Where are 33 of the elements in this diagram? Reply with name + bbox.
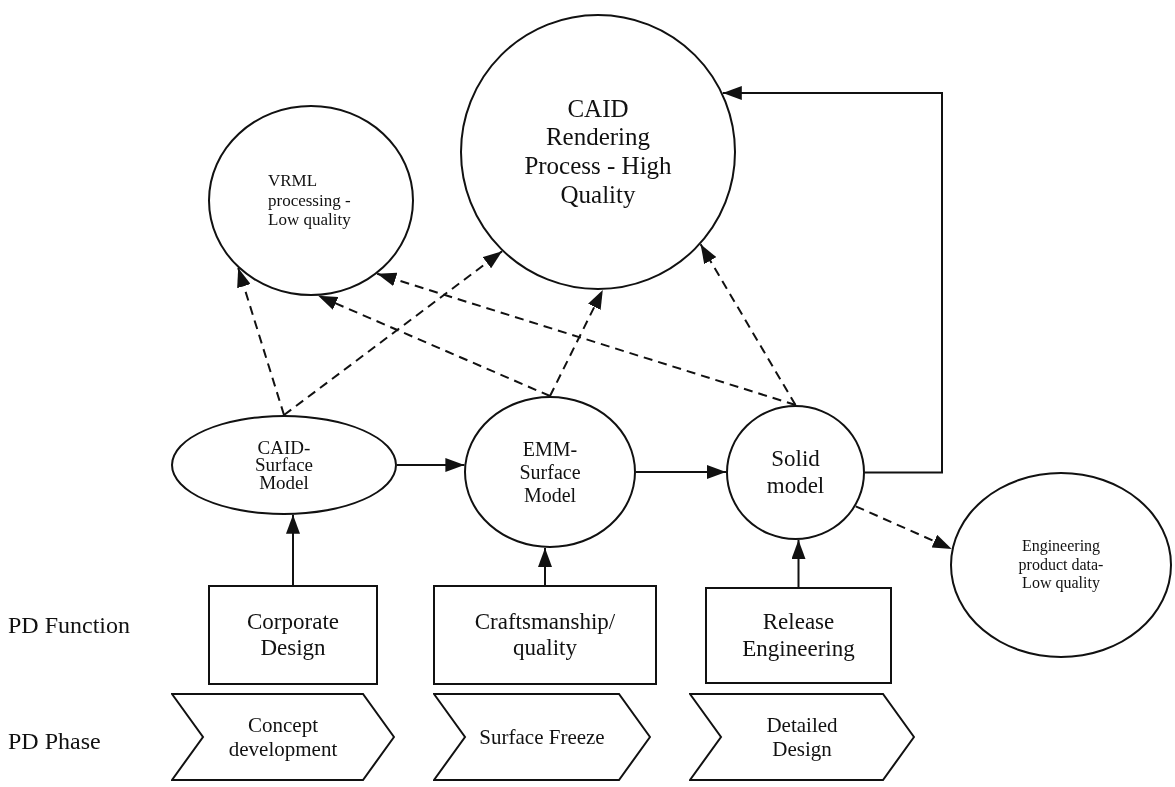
dashed-arrow <box>283 250 504 416</box>
process-box <box>433 585 657 685</box>
dashed-arrow <box>854 505 953 550</box>
dashed-arrow <box>317 294 551 397</box>
node-label: Solid model <box>765 446 826 499</box>
phase-banner <box>689 693 915 781</box>
arrow <box>635 465 727 479</box>
dashed-arrow <box>699 243 797 406</box>
phase-banner <box>171 693 395 781</box>
arrow <box>396 458 466 472</box>
node-label: Concept development <box>227 712 339 762</box>
dashed-arrow <box>237 267 285 416</box>
arrow <box>286 513 300 586</box>
node-label: Surface Freeze <box>479 724 605 750</box>
node-label: Release Engineering <box>741 609 856 662</box>
arrow <box>538 546 552 586</box>
dashed-arrow <box>549 288 604 397</box>
node-label: Corporate Design <box>246 608 340 662</box>
process-box <box>208 585 378 685</box>
node-label: Detailed Design <box>765 712 839 762</box>
phase-banner <box>433 693 651 781</box>
process-box <box>705 587 892 684</box>
node-label: Engineering product data-Low quality <box>1017 537 1105 593</box>
node-label: CAID-Surface Model <box>254 439 314 491</box>
node-label: Craftsmanship/ quality <box>473 608 617 662</box>
row-heading: PD Function <box>8 612 130 639</box>
arrow <box>791 538 806 588</box>
arrow <box>721 86 943 474</box>
node-label: CAID Rendering Process - High Quality <box>523 94 673 210</box>
node-label: VRML processing - Low quality <box>268 171 352 230</box>
row-heading: PD Phase <box>8 728 101 755</box>
dashed-arrow <box>376 272 797 406</box>
node-label: EMM-Surface Model <box>518 437 582 507</box>
